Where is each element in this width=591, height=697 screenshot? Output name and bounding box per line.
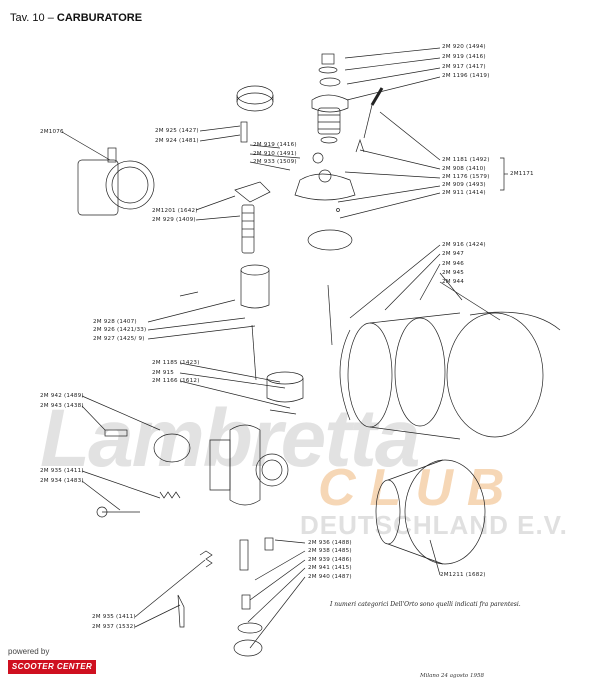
part-label-2m1076: 2M1076 bbox=[40, 129, 64, 135]
part-label-2m935-mid: 2M 935 (1411) bbox=[40, 468, 84, 474]
watermark-club: CLUB bbox=[318, 459, 519, 517]
part-label-2m1166: 2M 1166 (1612) bbox=[152, 378, 200, 384]
part-label-2m924: 2M 924 (1481) bbox=[155, 138, 199, 144]
part-label-2m919-mid: 2M 919 (1416) bbox=[253, 142, 297, 148]
part-label-2m917: 2M 917 (1417) bbox=[442, 64, 486, 70]
part-label-2m915: 2M 915 bbox=[152, 370, 175, 376]
part-label-2m947: 2M 947 bbox=[442, 251, 465, 257]
watermark-country: DEUTSCHLAND E.V. bbox=[300, 510, 568, 540]
bracket-label-2m1171: 2M1171 bbox=[510, 171, 534, 177]
part-label-2m909: 2M 909 (1493) bbox=[442, 182, 486, 188]
part-label-2m1196: 2M 1196 (1419) bbox=[442, 73, 490, 79]
signature: Milano 24 agosto 1958 bbox=[420, 673, 484, 679]
part-label-2m943: 2M 943 (1438) bbox=[40, 403, 84, 409]
part-label-2m942: 2M 942 (1489) bbox=[40, 393, 84, 399]
part-label-2m927: 2M 927 (1425/ 9) bbox=[93, 336, 145, 342]
part-label-2m940: 2M 940 (1487) bbox=[308, 574, 352, 580]
footnote: I numeri categorici Dell'Orto sono quell… bbox=[330, 601, 521, 608]
powered-by-text: powered by bbox=[8, 647, 50, 656]
part-label-2m916: 2M 916 (1424) bbox=[442, 242, 486, 248]
part-label-2m910: 2M 910 (1491) bbox=[253, 151, 297, 157]
part-label-2m944: 2M 944 bbox=[442, 279, 465, 285]
part-label-2m929: 2M 929 (1409) bbox=[152, 217, 196, 223]
part-label-2m911: 2M 911 (1414) bbox=[442, 190, 486, 196]
part-label-2m1211: 2M1211 (1682) bbox=[440, 572, 486, 578]
part-label-2m941: 2M 941 (1415) bbox=[308, 565, 352, 571]
part-label-2m926: 2M 926 (1421/33) bbox=[93, 327, 147, 333]
part-label-2m1181: 2M 1181 (1492) bbox=[442, 157, 490, 163]
part-label-2m928: 2M 928 (1407) bbox=[93, 319, 137, 325]
part-label-2m1201: 2M1201 (1642) bbox=[152, 208, 198, 214]
part-label-2m1176: 2M 1176 (1579) bbox=[442, 174, 490, 180]
part-label-2m934: 2M 934 (1483) bbox=[40, 478, 84, 484]
page-title: Tav. 10 – CARBURATORE bbox=[10, 12, 143, 24]
part-label-2m937: 2M 937 (1532) bbox=[92, 624, 136, 630]
part-label-2m920: 2M 920 (1494) bbox=[442, 44, 486, 50]
part-label-2m1185: 2M 1185 (1423) bbox=[152, 360, 200, 366]
part-label-2m908: 2M 908 (1410) bbox=[442, 166, 486, 172]
part-label-2m933: 2M 933 (1509) bbox=[253, 159, 297, 165]
part-label-2m945: 2M 945 bbox=[442, 270, 465, 276]
part-label-2m939: 2M 939 (1486) bbox=[308, 557, 352, 563]
part-label-2m936: 2M 936 (1488) bbox=[308, 540, 352, 546]
part-label-2m925: 2M 925 (1427) bbox=[155, 128, 199, 134]
part-label-2m946: 2M 946 bbox=[442, 261, 465, 267]
scooter-center-logo[interactable]: SCOOTER CENTER bbox=[8, 660, 96, 674]
part-label-2m935-bottom: 2M 935 (1411) bbox=[92, 614, 136, 620]
part-label-2m919-top: 2M 919 (1416) bbox=[442, 54, 486, 60]
part-label-2m938: 2M 938 (1485) bbox=[308, 548, 352, 554]
